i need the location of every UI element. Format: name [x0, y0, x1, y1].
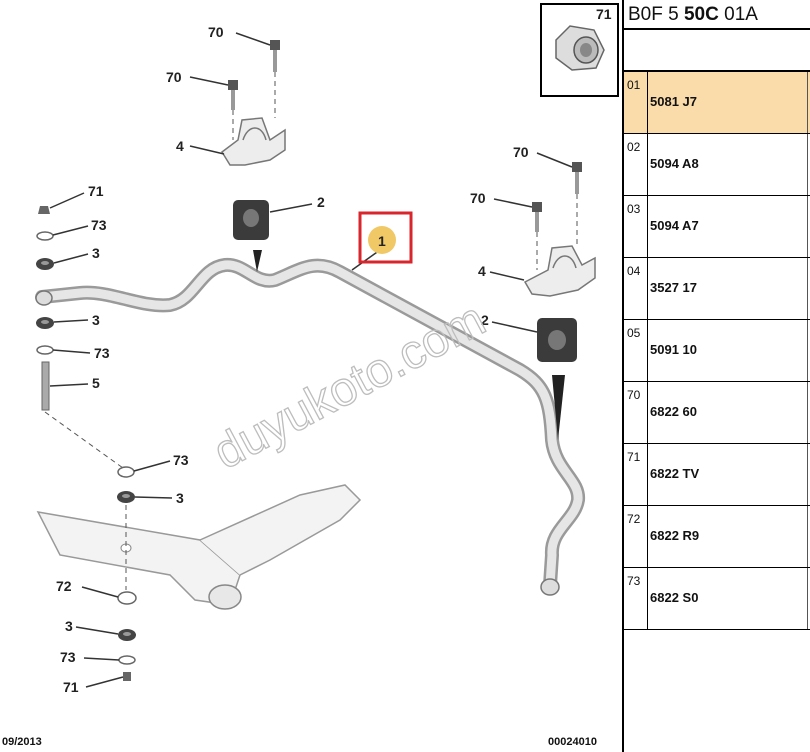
row-divider [807, 72, 808, 133]
row-divider [807, 382, 808, 443]
link-stack-lower[interactable] [117, 466, 137, 681]
part-index: 71 [624, 444, 648, 505]
label-1: 1 [378, 233, 386, 249]
footer-ref: 00024010 [548, 736, 597, 748]
row-divider [807, 258, 808, 319]
label-3: 3 [92, 245, 100, 261]
part-code: 5091 10 [650, 342, 697, 357]
label-5: 5 [92, 375, 100, 391]
bolt-70-mid-left[interactable] [228, 80, 238, 140]
header-prefix: B0F 5 [628, 4, 684, 25]
part-code: 6822 60 [650, 404, 697, 419]
part-code: 6822 S0 [650, 590, 699, 605]
part-index: 05 [624, 320, 648, 381]
bolt-70-upper-left[interactable] [270, 40, 280, 118]
label-70: 70 [208, 24, 224, 40]
label-3: 3 [176, 490, 184, 506]
row-divider [807, 568, 808, 629]
callout-1-highlight[interactable]: 1 [358, 211, 413, 264]
lower-control-arm [36, 484, 362, 610]
label-71: 71 [63, 679, 79, 695]
part-index: 73 [624, 568, 648, 629]
parts-diagram: 71 [35, 3, 619, 695]
label-70: 70 [470, 190, 486, 206]
row-divider [807, 134, 808, 195]
clamp-right[interactable] [523, 245, 596, 297]
part-group-header: B0F 5 50C 01A [624, 0, 810, 30]
bushing-right[interactable] [537, 318, 577, 440]
label-3: 3 [92, 312, 100, 328]
label-70: 70 [513, 144, 529, 160]
watermark: duyukoto.com [205, 293, 494, 480]
label-73: 73 [94, 345, 110, 361]
header-bold: 50C [683, 4, 719, 25]
row-divider [807, 506, 808, 567]
subheader-blank [624, 32, 810, 72]
link-stack-upper[interactable] [36, 206, 124, 469]
clamp-left[interactable] [221, 117, 286, 166]
divider [622, 0, 624, 752]
leader-lines [49, 32, 573, 688]
bushing-left[interactable] [233, 200, 269, 272]
label-4: 4 [176, 138, 184, 154]
header-suffix: 01A [718, 4, 758, 25]
label-73: 73 [91, 217, 107, 233]
label-71: 71 [88, 183, 104, 199]
row-divider [807, 196, 808, 257]
label-72: 72 [56, 578, 72, 594]
label-3: 3 [65, 618, 73, 634]
part-code: 5081 J7 [650, 94, 697, 109]
label-4: 4 [478, 263, 486, 279]
inset-label: 71 [596, 6, 612, 22]
label-2: 2 [317, 194, 325, 210]
part-index: 02 [624, 134, 648, 195]
part-code: 6822 R9 [650, 528, 700, 543]
label-73: 73 [173, 452, 189, 468]
part-code: 6822 TV [650, 466, 700, 481]
nut-icon [555, 25, 605, 71]
part-index: 04 [624, 258, 648, 319]
part-code: 5094 A8 [650, 156, 699, 171]
stabilizer-bar[interactable] [35, 257, 585, 596]
part-code: 5094 A7 [650, 218, 699, 233]
label-70: 70 [166, 69, 182, 85]
label-73: 73 [60, 649, 76, 665]
row-divider [807, 320, 808, 381]
part-index: 01 [624, 72, 648, 133]
bolt-70-upper-right[interactable] [572, 162, 582, 246]
part-index: 03 [624, 196, 648, 257]
part-index: 72 [624, 506, 648, 567]
row-divider [807, 444, 808, 505]
bolt-70-mid-right[interactable] [532, 202, 542, 270]
part-index: 70 [624, 382, 648, 443]
inset-nut-71[interactable]: 71 [540, 3, 619, 97]
part-code: 3527 17 [650, 280, 697, 295]
footer-date: 09/2013 [2, 736, 42, 748]
label-2: 2 [481, 312, 489, 328]
